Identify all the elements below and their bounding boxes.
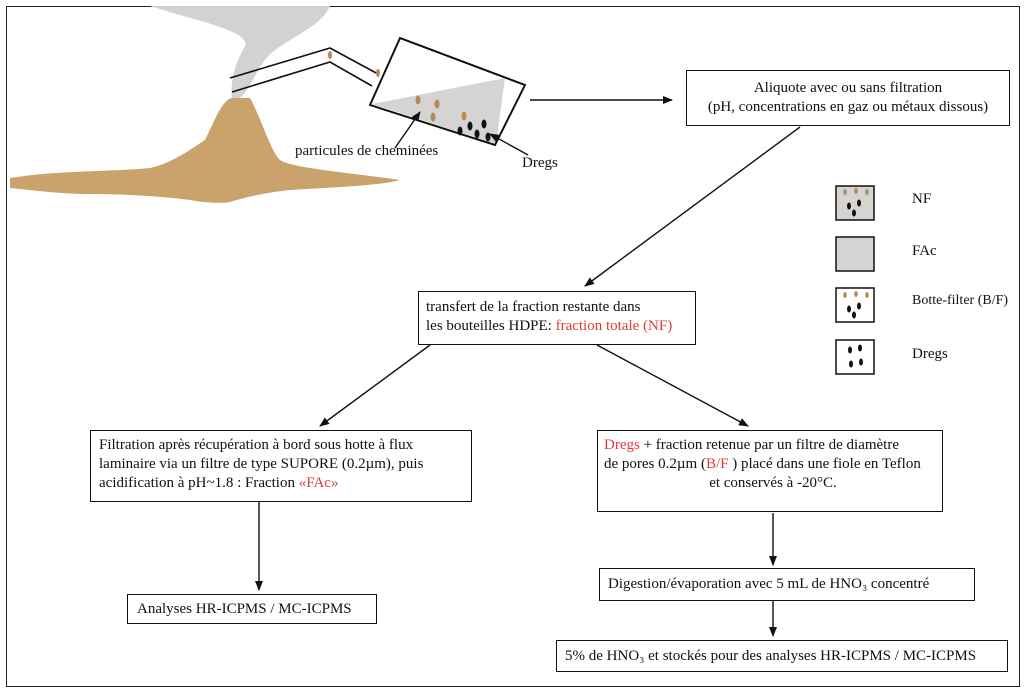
- dregs-line1: Dregs + fraction retenue par un filtre d…: [604, 436, 942, 455]
- figure-frame: [6, 6, 1020, 687]
- particle: [461, 111, 467, 121]
- dreg: [474, 129, 480, 139]
- digestion-box: Digestion/évaporation avec 5 mL de HNO₃ …: [599, 568, 975, 601]
- dregs-line2-suffix: ) placé dans une fiole en Teflon: [728, 456, 921, 472]
- particles-pointer: [394, 111, 421, 149]
- legend-swatches: [835, 185, 875, 375]
- dregs-box: Dregs + fraction retenue par un filtre d…: [597, 430, 943, 512]
- transfer-line1: transfert de la fraction restante dans: [426, 299, 641, 315]
- dreg: [467, 121, 473, 131]
- digestion-text: Digestion/évaporation avec 5 mL de HNO₃ …: [608, 576, 930, 592]
- vent-plume: [150, 6, 330, 98]
- legend-dregs-swatch: [835, 339, 875, 375]
- dregs-line2-prefix: de pores 0.2µm (: [604, 456, 706, 472]
- filtration-box: Filtration après récupération à bord sou…: [90, 430, 472, 502]
- particle: [376, 69, 380, 77]
- dregs-red-label: Dregs: [604, 437, 640, 453]
- dregs-line1-rest: + fraction retenue par un filtre de diam…: [639, 437, 899, 453]
- particles-label: particules de cheminées: [295, 143, 439, 159]
- transfer-box: transfert de la fraction restante dans l…: [418, 291, 696, 345]
- transfer-line2-prefix: les bouteilles HDPE:: [426, 318, 556, 334]
- sampler-pipe: [229, 47, 379, 79]
- legend-fac-swatch: [835, 236, 875, 272]
- dregs-pointer: [489, 133, 529, 156]
- final-text: 5% de HNO₃ et stockés pour des analyses …: [565, 648, 977, 664]
- aliquot-line1: Aliquote avec ou sans filtration: [753, 80, 943, 96]
- aliquot-box: Aliquote avec ou sans filtration (pH, co…: [686, 70, 1010, 126]
- dreg: [485, 132, 491, 142]
- legend-label-bf: Botte-filter (B/F): [912, 293, 1009, 308]
- fraction-totale-label: fraction totale (NF): [555, 318, 673, 334]
- particle: [434, 99, 440, 109]
- legend-label-fac: FAc: [912, 243, 937, 259]
- sampler-pipe-inner: [231, 61, 373, 93]
- filtration-line3-prefix: acidification à pH~1.8 : Fraction: [99, 475, 299, 491]
- dreg: [481, 119, 487, 129]
- dregs-line3: et conservés à -20°C.: [709, 475, 837, 491]
- final-box: 5% de HNO₃ et stockés pour des analyses …: [556, 640, 1008, 672]
- aliquot-line2: (pH, concentrations en gaz ou métaux dis…: [707, 99, 989, 115]
- legend-label-nf: NF: [912, 191, 932, 207]
- particle: [328, 51, 332, 59]
- particle: [415, 95, 421, 105]
- filtration-line2: laminaire via un filtre de type SUPORE (…: [99, 456, 424, 472]
- particle: [430, 112, 436, 122]
- filtration-line1: Filtration après récupération à bord sou…: [99, 437, 414, 453]
- bf-label: B/F: [705, 456, 729, 472]
- arrow-to-transfer: [584, 126, 801, 287]
- dreg: [457, 126, 463, 136]
- hydrothermal-chimney: [10, 98, 400, 203]
- arrow-to-filtration: [319, 344, 431, 427]
- dregs-label: Dregs: [522, 155, 558, 171]
- analyses-left-box: Analyses HR-ICPMS / MC-ICPMS: [127, 594, 377, 624]
- transfer-line2: les bouteilles HDPE: fraction totale (NF…: [426, 317, 695, 336]
- arrow-to-dregs-box: [596, 344, 749, 427]
- legend-label-dregs: Dregs: [912, 346, 948, 362]
- filtration-line3: acidification à pH~1.8 : Fraction «FAc»: [99, 474, 471, 493]
- dregs-line2: de pores 0.2µm (B/F ) placé dans une fio…: [604, 455, 942, 474]
- fac-label: «FAc»: [298, 475, 339, 491]
- analyses-left-text: Analyses HR-ICPMS / MC-ICPMS: [137, 601, 352, 617]
